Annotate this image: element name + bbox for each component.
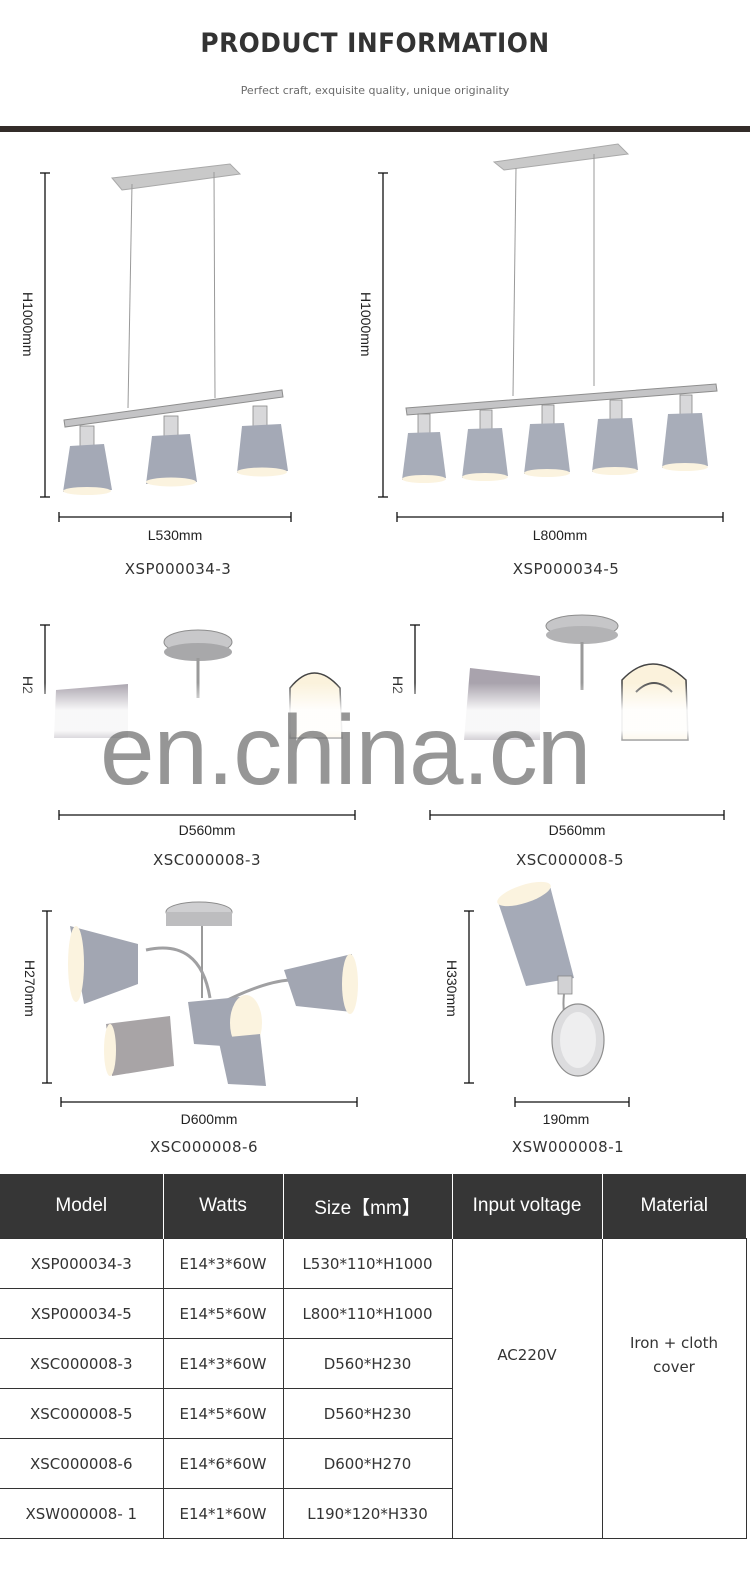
- cell-material: Iron + cloth cover: [601, 1238, 747, 1539]
- width-dimension-line: [396, 512, 724, 522]
- cell-watts: E14*5*60W: [162, 1288, 284, 1339]
- table-header-row: Model Watts Size【mm】 Input voltage Mater…: [0, 1174, 746, 1239]
- cell-size: L800*110*H1000: [282, 1288, 453, 1339]
- wall-light-illustration: [497, 881, 605, 1077]
- width-dimension-line: [58, 810, 356, 820]
- table-row: XSC000008-5 E14*5*60W D560*H230: [0, 1388, 746, 1439]
- column-header-material: Material: [601, 1174, 746, 1239]
- table-row: XSC000008-6 E14*6*60W D600*H270: [0, 1438, 746, 1489]
- cell-size: D600*H270: [282, 1438, 453, 1489]
- cell-watts: E14*3*60W: [162, 1338, 284, 1389]
- height-dimension-line: [410, 624, 420, 694]
- column-header-model: Model: [0, 1174, 163, 1239]
- cell-size: L190*120*H330: [282, 1488, 453, 1539]
- cell-size: D560*H230: [282, 1388, 453, 1439]
- table-row: XSW000008- 1 E14*1*60W L190*120*H330: [0, 1488, 746, 1539]
- height-dimension-line: [378, 172, 388, 498]
- width-label: 190mm: [542, 1111, 590, 1127]
- page-title: PRODUCT INFORMATION: [200, 28, 550, 59]
- ceiling-light-6-illustration: [68, 901, 358, 1086]
- column-header-size: Size【mm】: [282, 1174, 452, 1239]
- model-label: XSP000034-5: [512, 560, 620, 578]
- height-dimension-line: [42, 910, 52, 1084]
- header-divider-bar: [0, 126, 750, 132]
- height-dimension-line: [40, 624, 50, 694]
- linear-pendant-5-light-illustration: [402, 143, 718, 483]
- width-label: D600mm: [180, 1111, 238, 1127]
- cell-size: L530*110*H1000: [282, 1238, 453, 1289]
- cell-watts: E14*1*60W: [162, 1488, 284, 1539]
- column-header-watts: Watts: [162, 1174, 283, 1239]
- model-label: XSW000008-1: [511, 1138, 625, 1156]
- width-label: D560mm: [548, 822, 606, 838]
- height-label: H1000mm: [20, 292, 36, 357]
- model-label: XSC000008-5: [516, 851, 624, 869]
- cell-size: D560*H230: [282, 1338, 453, 1389]
- height-label: H1000mm: [358, 292, 374, 357]
- cell-input-voltage: AC220V: [451, 1238, 603, 1539]
- width-dimension-line: [429, 810, 725, 820]
- cell-model: XSW000008- 1: [0, 1488, 164, 1539]
- linear-pendant-3-light-illustration: [63, 163, 288, 495]
- width-label: L530mm: [147, 527, 203, 543]
- width-dimension-line: [514, 1097, 630, 1107]
- cell-model: XSP000034-3: [0, 1238, 164, 1289]
- cell-model: XSC000008-5: [0, 1388, 164, 1439]
- table-row: XSC000008-3 E14*3*60W D560*H230: [0, 1338, 746, 1389]
- cell-model: XSP000034-5: [0, 1288, 164, 1339]
- width-dimension-line: [58, 512, 292, 522]
- height-dimension-line: [464, 910, 474, 1084]
- cell-watts: E14*5*60W: [162, 1388, 284, 1439]
- height-label: H270mm: [22, 960, 38, 1017]
- width-label: L800mm: [532, 527, 588, 543]
- cell-watts: E14*6*60W: [162, 1438, 284, 1489]
- cell-watts: E14*3*60W: [162, 1238, 284, 1289]
- cell-model: XSC000008-3: [0, 1338, 164, 1389]
- height-dimension-line: [40, 172, 50, 498]
- model-label: XSC000008-6: [150, 1138, 258, 1156]
- blur-band: [0, 683, 750, 751]
- page-subtitle: Perfect craft, exquisite quality, unique…: [240, 84, 510, 97]
- cell-model: XSC000008-6: [0, 1438, 164, 1489]
- width-dimension-line: [60, 1097, 358, 1107]
- width-label: D560mm: [178, 822, 236, 838]
- table-row: XSP000034-5 E14*5*60W L800*110*H1000: [0, 1288, 746, 1339]
- height-label: H330mm: [444, 960, 460, 1017]
- model-label: XSP000034-3: [124, 560, 232, 578]
- model-label: XSC000008-3: [153, 851, 261, 869]
- column-header-input-voltage: Input voltage: [451, 1174, 602, 1239]
- spec-table: Model Watts Size【mm】 Input voltage Mater…: [0, 1174, 747, 1539]
- table-row: XSP000034-3 E14*3*60W L530*110*H1000 AC2…: [0, 1238, 747, 1539]
